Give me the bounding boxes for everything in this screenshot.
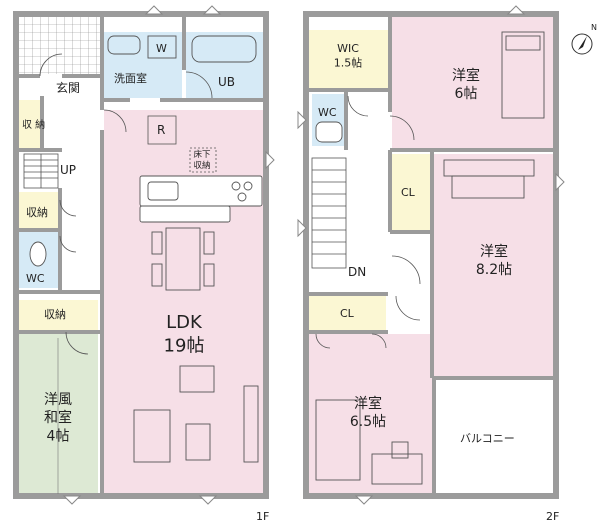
1f-window-marks [62,5,275,505]
bed82-room [434,154,554,376]
label-storage-top: 収納 [44,308,66,321]
underfloor-line: 床下 [193,149,211,160]
toilet-1f [29,241,47,267]
floor-1f [13,5,275,505]
2f-interior-walls [306,14,556,496]
washitsu-line: 和室 [44,409,72,426]
ldk-line: 19帖 [164,335,205,356]
1f-interior-walls [16,14,266,496]
2f-window-marks [297,5,565,505]
label-cl-low: CL [340,307,355,320]
washroom-fixtures [107,35,257,63]
1f-outer-wall [13,11,269,499]
label-storage-small: 収納 [26,206,48,219]
entrance-tile [18,16,100,74]
balcony-area [436,380,554,494]
cl-low-room [308,296,386,330]
bed6-line: 洋室 [452,67,480,84]
label-bed82: 洋室 8.2帖 [476,243,512,278]
stairs-1f [23,153,59,189]
label-washroom: 洗面室 [114,71,147,85]
label-bed6: 洋室 6帖 [452,67,480,102]
bed82-line: 洋室 [480,243,508,260]
compass-needle-icon [578,36,587,50]
floor-2f [297,5,565,505]
underfloor-line: 収納 [193,160,210,171]
bed65-line: 洋室 [354,395,382,412]
kitchen [139,175,263,223]
label-entrance: 玄関 [56,80,80,95]
label-storage-side: 収 納 [22,118,45,131]
stairs-2f [311,157,347,269]
washroom-room [104,32,182,98]
label-washitsu: 洋風和室 4帖 [44,392,72,444]
wic-line: WIC [337,42,359,55]
wic-line: 1.5帖 [334,56,363,69]
bed6-room [392,16,554,148]
bed65-room [308,334,432,494]
fridge-box [147,115,177,145]
2f-doors [315,95,421,349]
compass: N [571,23,597,55]
underfloor-storage-box [189,147,217,173]
living-set [133,365,259,463]
label-bath: UB [218,75,235,89]
label-washer: W [156,42,167,55]
label-cl-mid: CL [401,186,416,199]
label-wc-2f: WC [318,106,337,119]
label-wc-1f: WC [26,272,45,285]
ldk-line: LDK [166,312,203,333]
floor-label-1f: 1F [256,510,269,523]
label-fridge: R [157,123,165,137]
washitsu-line: 4帖 [47,428,70,444]
dining-set [151,227,215,291]
label-bed65: 洋室 6.5帖 [350,395,386,430]
bed82-line: 8.2帖 [476,262,512,278]
toilet-2f [315,121,343,143]
storage-1f-side-room [18,100,40,148]
bath-room [186,32,264,98]
1f-doors [39,53,213,355]
label-underfloor: 床下収納 [193,149,211,171]
bed65-line: 6.5帖 [350,414,386,430]
wic-room [308,30,390,88]
cl-mid-room [392,154,430,230]
ldk-room [104,110,264,494]
label-balcony: バルコニー [460,432,515,445]
2f-furniture [315,31,545,485]
storage-1f-top-room [18,300,98,330]
bed6-line: 6帖 [455,86,478,102]
compass-label: N [591,23,597,32]
label-dn: DN [348,265,366,279]
washitsu-line: 洋風 [44,392,72,408]
storage-1f-small-room [18,192,60,228]
2f-outer-wall [303,11,559,499]
floor-label-2f: 2F [546,510,559,523]
label-up: UP [60,163,76,177]
